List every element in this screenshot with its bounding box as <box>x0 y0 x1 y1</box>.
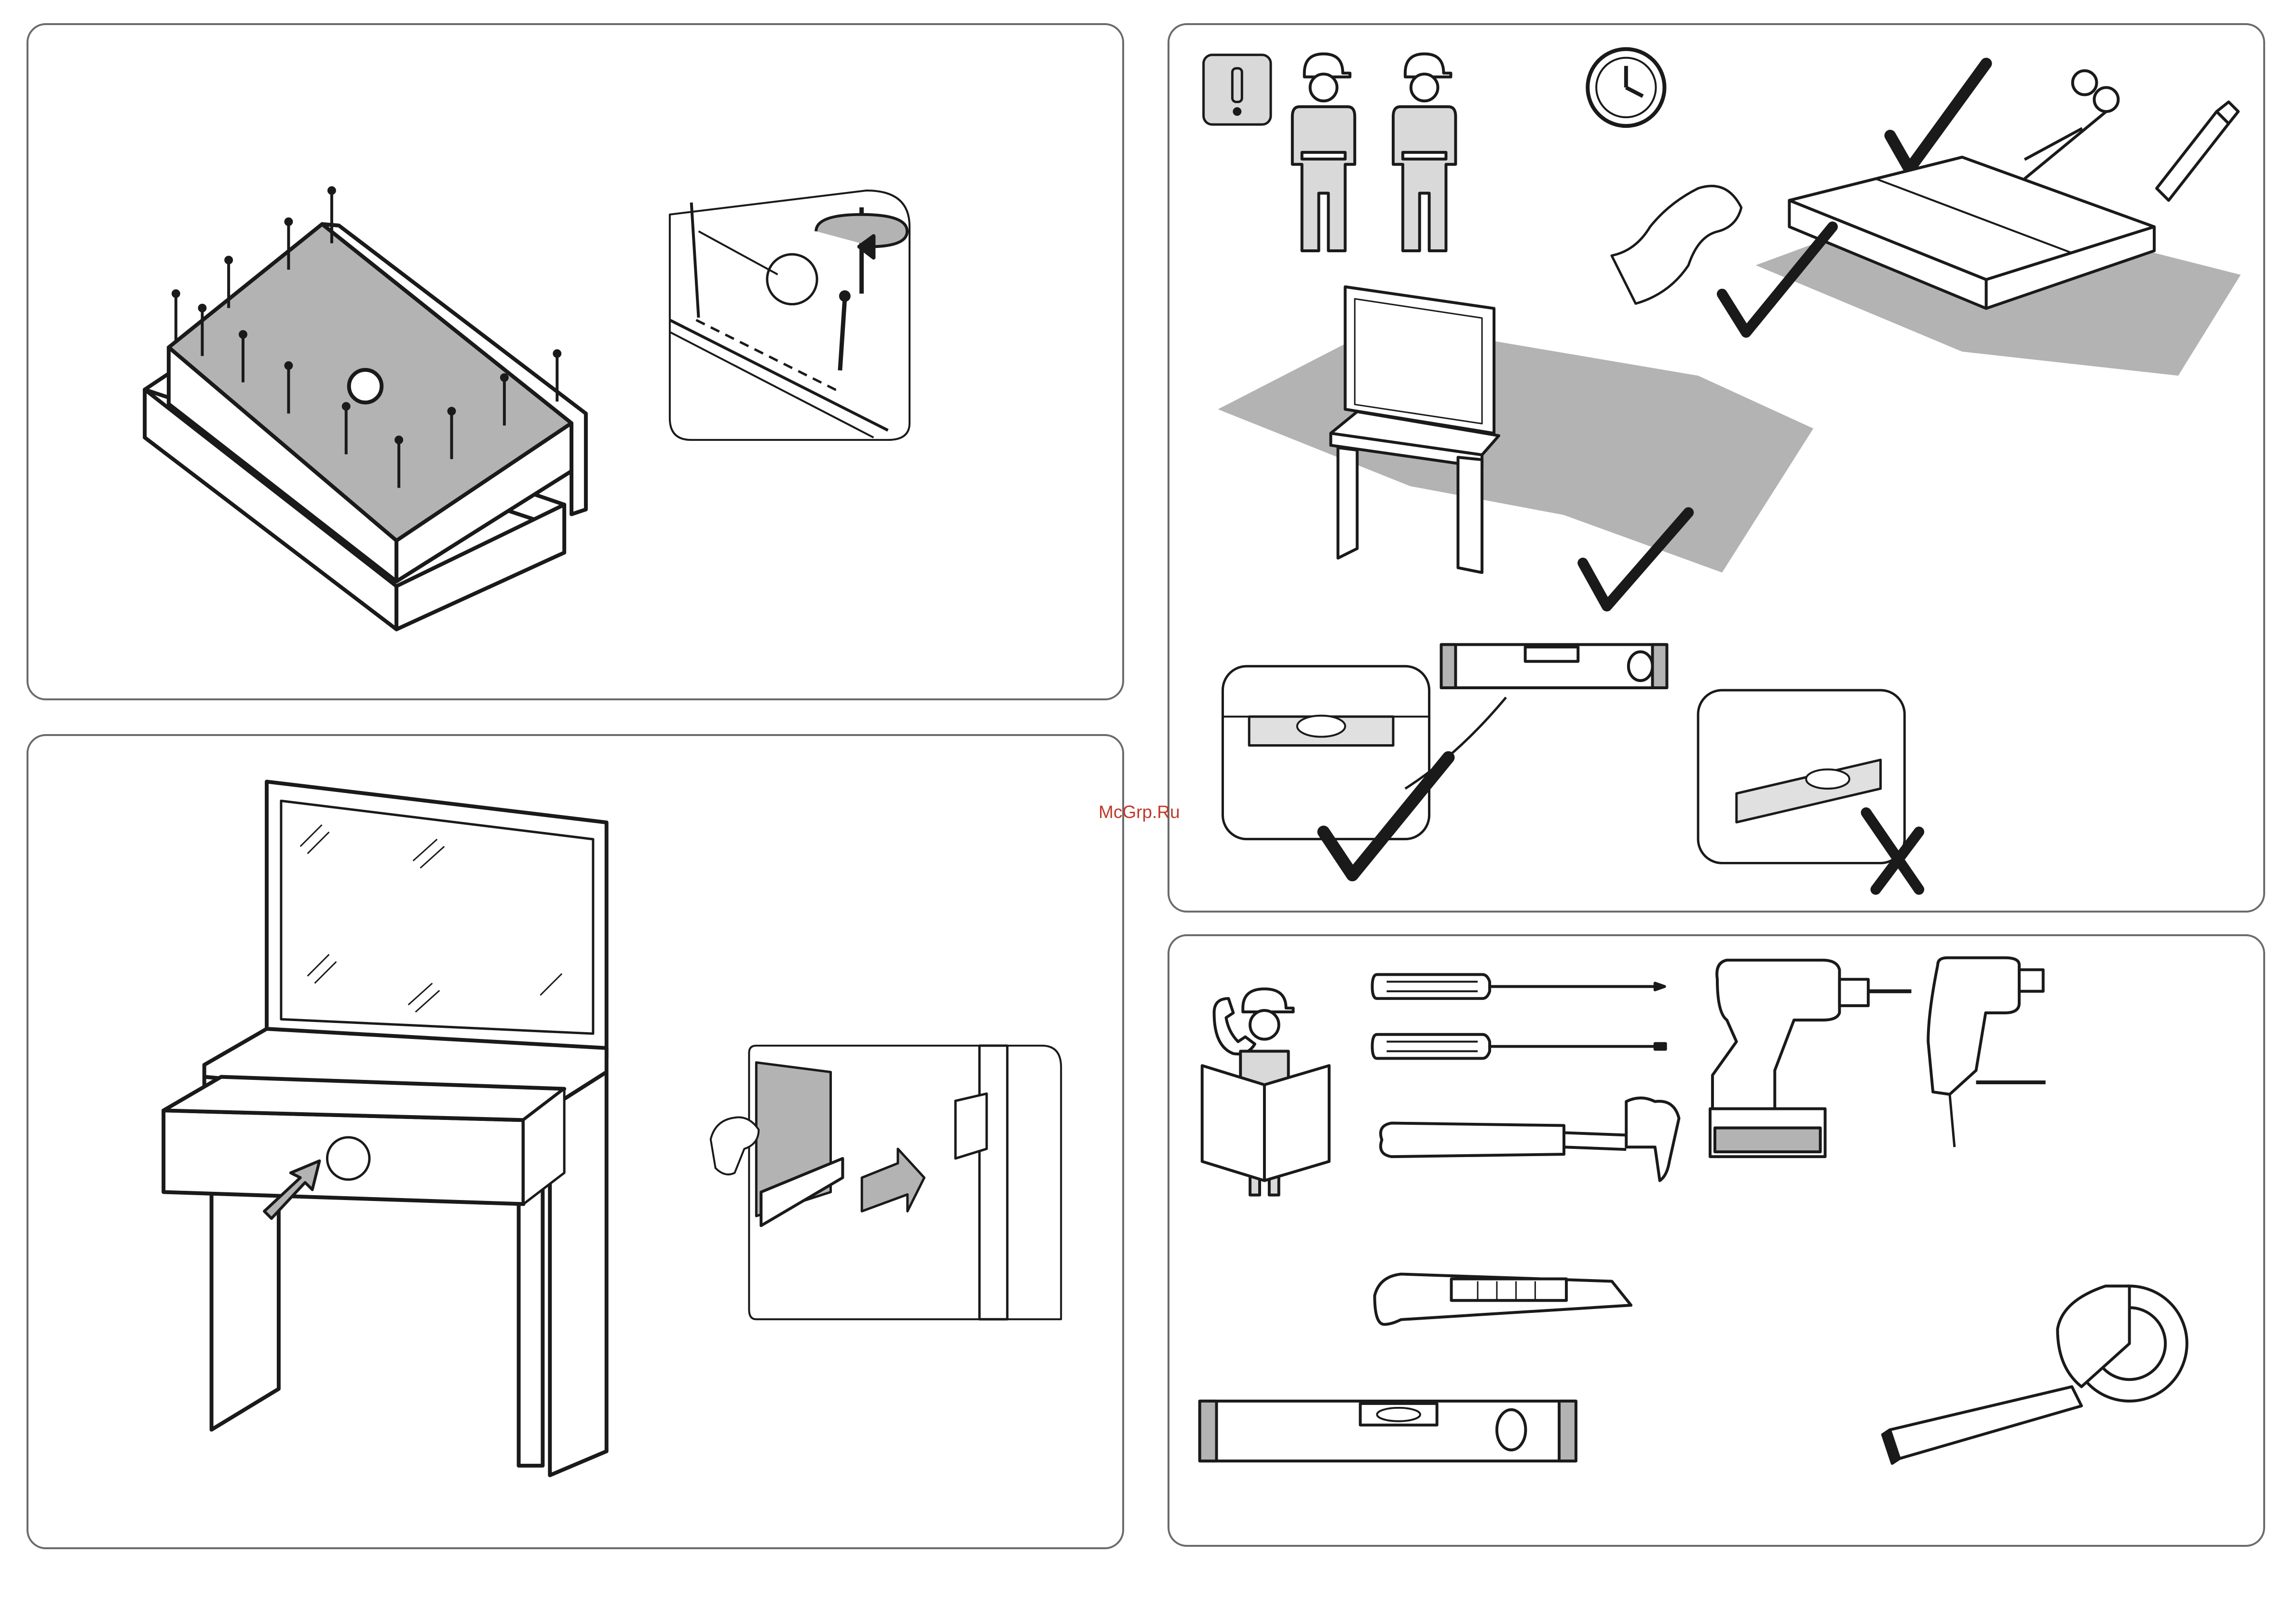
clock-icon <box>1588 49 1664 126</box>
spirit-level-icon <box>1200 1401 1576 1461</box>
scissors-icon <box>2024 71 2118 179</box>
panel-preparation <box>1168 23 2265 913</box>
nail-detail-magnifier <box>670 191 910 440</box>
drawer-illustration <box>28 736 1122 1547</box>
two-workers-icon <box>1292 54 1456 251</box>
spirit-level-icon <box>1441 644 1667 688</box>
drawer-rail-detail <box>711 1046 1061 1319</box>
highlight-circle <box>349 370 382 403</box>
check-icon <box>1890 64 1986 169</box>
level-detail-wrong <box>1698 690 1904 863</box>
tools-illustration <box>1169 936 2263 1545</box>
vanity-icon <box>1331 287 1498 573</box>
floor-shadow <box>1218 323 1814 573</box>
electric-drill-icon <box>1928 958 2045 1147</box>
warning-icon <box>1204 55 1271 124</box>
panel-step-drawer <box>27 734 1124 1549</box>
nailing-illustration <box>28 25 1122 698</box>
cordless-drill-icon <box>1710 960 1911 1157</box>
hand-icon <box>1612 186 1741 304</box>
drawer <box>163 1077 564 1204</box>
screwdriver-flat-icon <box>1372 1035 1666 1059</box>
panel-step-nails <box>27 23 1124 700</box>
screwdriver-phillips-icon <box>1372 974 1665 998</box>
highlight-circle <box>327 1137 369 1180</box>
phone-instructions-icon <box>1202 989 1329 1195</box>
tape-measure-icon <box>1883 1286 2187 1463</box>
panel-tools <box>1168 934 2265 1547</box>
utility-knife-icon <box>1374 1274 1631 1324</box>
hammer-icon <box>1381 1098 1679 1180</box>
preparation-illustration <box>1169 25 2263 911</box>
watermark-text: McGrp.Ru <box>1099 802 1180 822</box>
utility-knife-icon <box>2157 102 2238 200</box>
